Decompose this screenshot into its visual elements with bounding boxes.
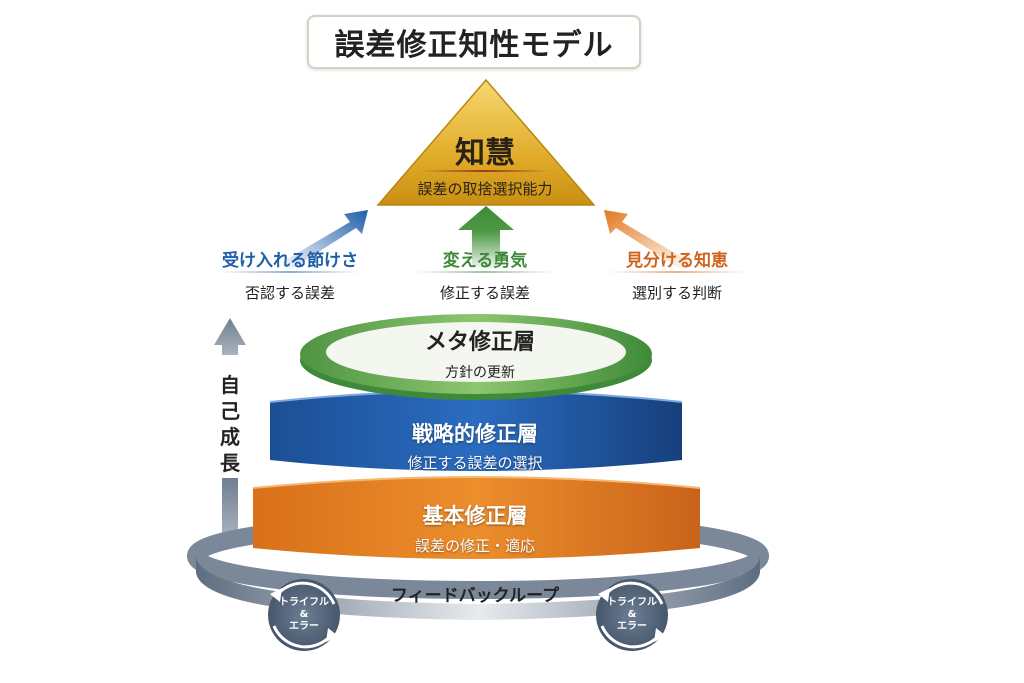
ampersand: & <box>627 609 637 620</box>
virtue-divider <box>415 271 555 273</box>
virtue-title-courage: 変える勇気 <box>442 251 528 271</box>
meta-layer-subtitle: 方針の更新 <box>445 365 515 381</box>
basic-layer-subtitle: 誤差の修正・適応 <box>414 537 535 555</box>
peak-title: 知慧 <box>455 136 515 171</box>
self-growth-label: 自己成長 <box>220 373 240 475</box>
virtue-subtitle-acceptance: 否認する誤差 <box>244 284 335 302</box>
arrow-up-left-icon <box>604 210 690 270</box>
arrow-up-right-icon <box>282 210 368 270</box>
peak-divider <box>420 170 550 172</box>
trial-label: トライフル <box>279 597 329 608</box>
virtue-title-acceptance: 受け入れる節けさ <box>222 251 358 271</box>
basic-layer-title: 基本修正層 <box>422 504 528 528</box>
arrow-up-icon <box>458 206 514 270</box>
feedback-loop-label: フィードバックループ <box>390 586 560 606</box>
peak-triangle <box>376 78 596 206</box>
virtue-divider <box>607 271 747 273</box>
virtue-subtitle-courage: 修正する誤差 <box>439 284 530 302</box>
virtue-title-wisdom: 見分ける知恵 <box>626 251 728 271</box>
error-label: エラー <box>617 621 647 632</box>
meta-layer-ring <box>300 314 652 400</box>
basic-layer-shape <box>252 476 701 559</box>
growth-arrow-icon <box>214 318 246 538</box>
virtue-subtitle-wisdom: 選別する判断 <box>631 284 722 302</box>
trial-error-label: トライフル & エラー <box>274 597 334 633</box>
trial-error-cycle-icon <box>268 579 340 651</box>
virtue-divider <box>220 271 360 273</box>
error-label: エラー <box>289 621 319 632</box>
strategic-layer-subtitle: 修正する誤差の選択 <box>407 454 543 472</box>
peak-subtitle: 誤差の取捨選択能力 <box>417 180 553 198</box>
trial-error-label: トライフル & エラー <box>602 597 662 633</box>
diagram-title: 誤差修正知性モデル <box>307 15 641 69</box>
meta-layer-title: メタ修正層 <box>424 330 535 355</box>
ampersand: & <box>299 609 309 620</box>
strategic-layer-title: 戦略的修正層 <box>412 422 538 446</box>
trial-label: トライフル <box>607 597 657 608</box>
trial-error-cycle-icon <box>596 579 668 651</box>
